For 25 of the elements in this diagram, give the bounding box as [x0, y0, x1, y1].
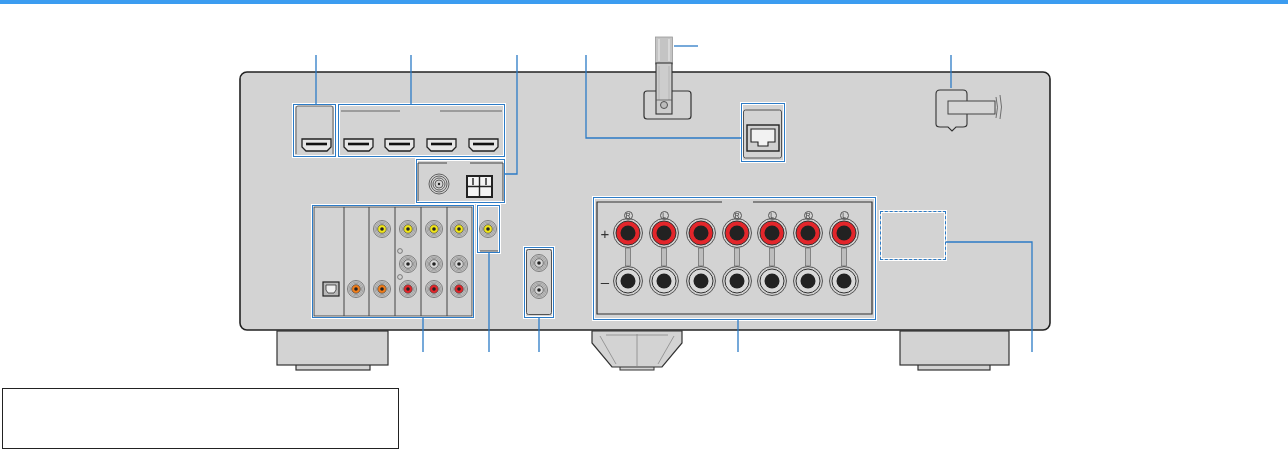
- lan-port-panel: [741, 103, 785, 162]
- leader-line: [422, 317, 424, 353]
- leader-line: [538, 317, 540, 353]
- input-jack-panel: [312, 205, 474, 318]
- leader-line: [585, 54, 742, 139]
- leader-line: [410, 54, 412, 105]
- leader-line: [950, 54, 952, 89]
- leader-line: [504, 54, 518, 175]
- polarity-sign: –: [600, 273, 610, 289]
- leader-line: [945, 241, 1033, 353]
- dashed-frame: [880, 211, 946, 260]
- leader-line: [673, 45, 699, 47]
- video-jack-panel: [477, 205, 500, 253]
- output-jack-panel: [524, 247, 554, 318]
- hdmi-port-panel: [338, 104, 505, 157]
- empty-frame: [2, 388, 399, 449]
- leader-line: [488, 252, 490, 353]
- power-cable: [934, 88, 1004, 132]
- hdmi-port-panel: [293, 104, 336, 157]
- polarity-sign: +: [600, 225, 610, 241]
- speaker-terminal-panel: [593, 197, 876, 320]
- leader-line: [737, 319, 739, 353]
- antenna: [654, 36, 674, 116]
- leader-line: [315, 54, 317, 105]
- antenna-terminal-panel: [416, 159, 505, 203]
